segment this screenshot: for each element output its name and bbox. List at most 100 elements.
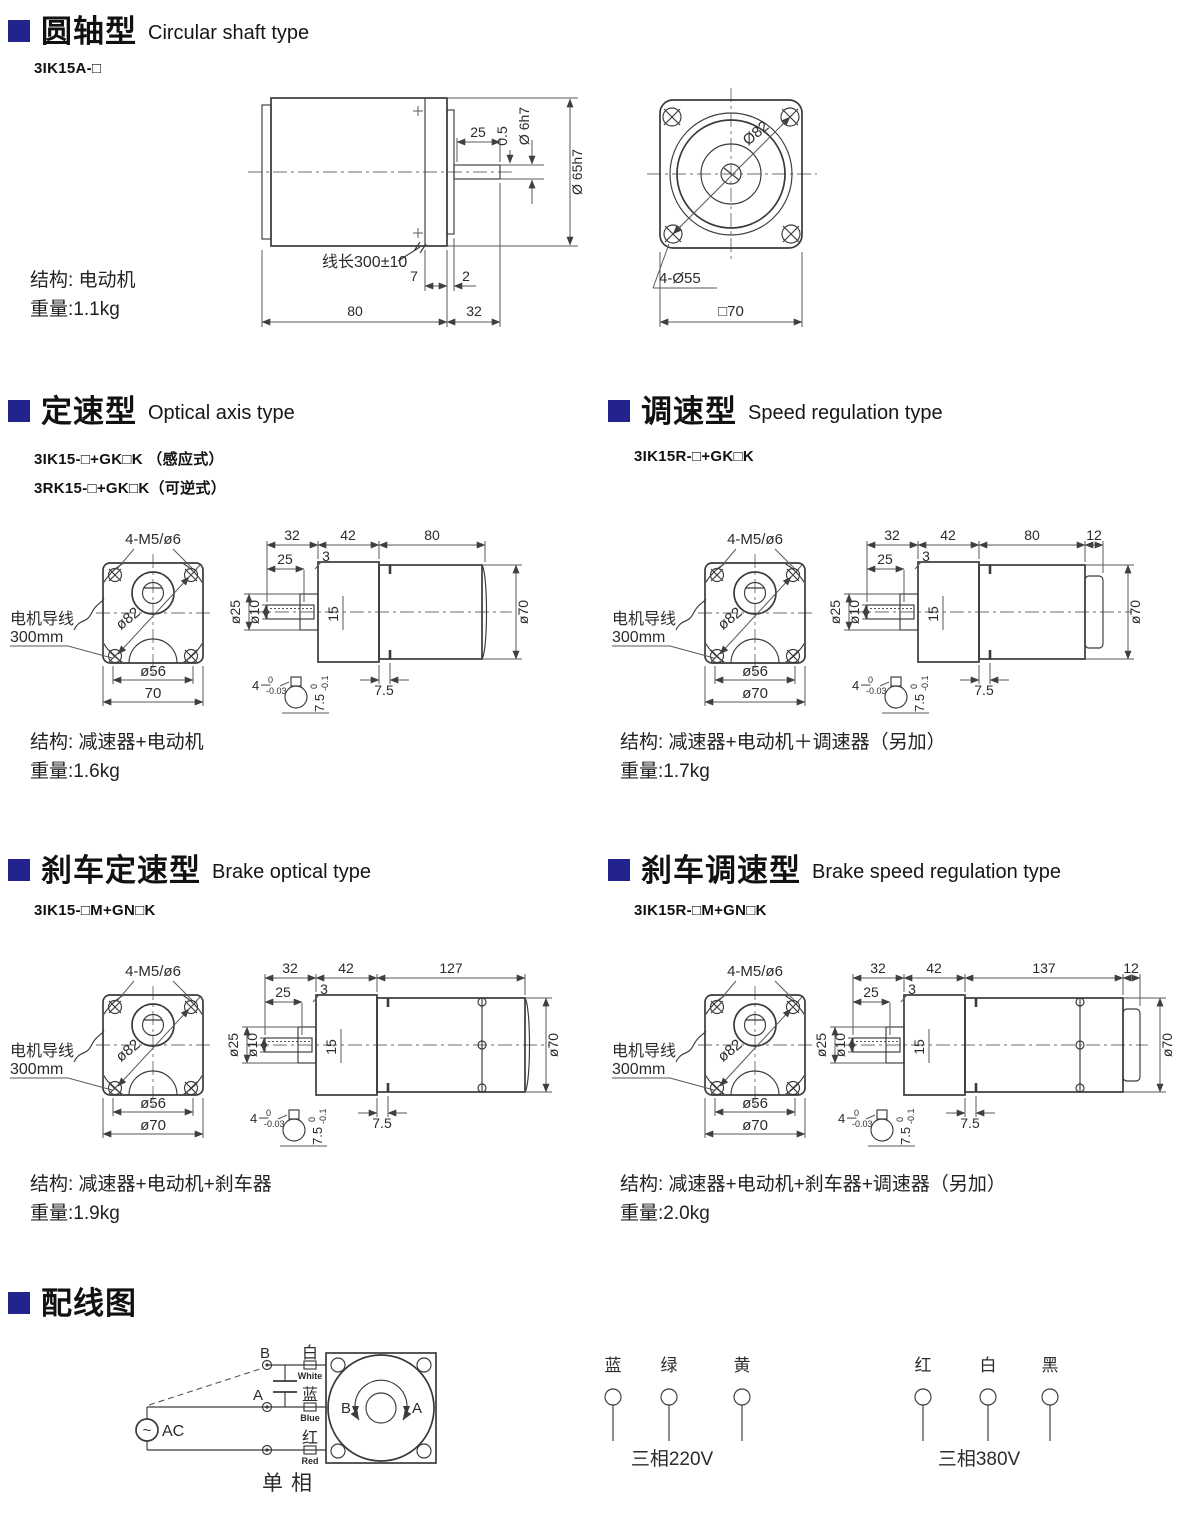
spec-note-s2l: 结构: 减速器+电动机 重量:1.6kg	[30, 728, 204, 786]
dim-screws: 4-M5/ø6	[727, 531, 783, 548]
model-code-s3l: 3IK15-□M+GN□K	[34, 902, 156, 919]
gearmotor-side-view-s3r: 32 42 137 12 25 3 ø25 ø10 15 4－ 0 -0.03 …	[813, 960, 1175, 1147]
dim-32: 32	[284, 527, 300, 543]
dimension-lines	[844, 541, 1134, 714]
dim-75: 7.5	[974, 682, 994, 698]
dim-32: 32	[282, 960, 298, 976]
structure-line: 结构: 减速器+电动机	[30, 732, 204, 753]
dimension-lines	[244, 541, 522, 714]
key-section-detail	[284, 676, 308, 709]
section-bullet-icon	[8, 20, 30, 42]
section-title-en: Brake optical type	[212, 861, 371, 883]
section-title-zh: 配线图	[41, 1286, 137, 1321]
dimension-lines	[10, 548, 204, 706]
motor-wire	[675, 598, 707, 631]
dim-32: 32	[884, 527, 900, 543]
dim-3: 3	[922, 548, 930, 564]
terminal-a-label: A	[253, 1387, 263, 1404]
structure-line: 结构: 减速器+电动机+刹车器	[30, 1174, 272, 1195]
section-bullet-icon	[608, 859, 630, 881]
key-section-detail	[884, 676, 908, 709]
model-code-s3r: 3IK15R-□M+GN□K	[634, 902, 767, 919]
ac-source-icon: ~	[135, 1418, 159, 1442]
dim-shaft-length: 25	[470, 124, 486, 140]
dim-dia10: ø10	[246, 600, 262, 624]
wire-tag-icons	[303, 1360, 317, 1455]
dim-holes: 4-Ø55	[659, 270, 701, 287]
dim-25: 25	[275, 984, 291, 1000]
dim-42: 42	[338, 960, 354, 976]
dim-dia10: ø10	[846, 600, 862, 624]
wire-white-zh: 白	[302, 1344, 318, 1362]
dim-dia10: ø10	[832, 1033, 848, 1057]
dim-dia25: ø25	[227, 600, 243, 624]
dim-3: 3	[322, 548, 330, 564]
section-header-brake-fixed: 刹车定速型 Brake optical type	[8, 855, 371, 886]
dim-length: 127	[439, 960, 463, 976]
dim-outer: ø70	[742, 1117, 768, 1134]
dimension-lines	[612, 548, 806, 706]
wire-label-1: 电机导线	[10, 610, 74, 628]
wire-red-en: Red	[301, 1456, 318, 1466]
depth-tol-lower: -0.1	[320, 675, 330, 691]
dim-outer: ø70	[140, 1117, 166, 1134]
depth-tol-lower: -0.1	[920, 675, 930, 691]
circular-shaft-side-view: 25 0.5 Ø 6h7 Ø 65h7 线长300±10 7 2 80 32	[248, 97, 585, 327]
gearmotor-body	[852, 994, 1141, 1096]
dim-42: 42	[926, 960, 942, 976]
dim-75: 7.5	[374, 682, 394, 698]
section-title-en: Circular shaft type	[148, 22, 310, 44]
gearmotor-front-view-s3l: 4-M5/ø6 ø82 电机导线 300mm ø56 ø70	[10, 963, 212, 1138]
rotation-arrow-b-icon	[352, 1406, 359, 1415]
key-width: 4－	[852, 678, 872, 693]
capacitor-icon	[273, 1380, 297, 1393]
dim-shaft-dia: Ø 6h7	[516, 107, 532, 145]
dim-75: 7.5	[960, 1115, 980, 1131]
section-title-zh: 刹车调速型	[641, 853, 801, 888]
dim-length: 80	[424, 527, 440, 543]
spec-note-s3r: 结构: 减速器+电动机+刹车器+调速器（另加） 重量:2.0kg	[620, 1170, 1006, 1228]
dim-25: 25	[877, 551, 893, 567]
dim-dia70: ø70	[1127, 600, 1143, 624]
key-section-detail	[870, 1109, 894, 1142]
rotation-b-label: B	[341, 1400, 351, 1417]
weight-line: 重量:2.0kg	[620, 1203, 710, 1224]
circuit-lines	[146, 1364, 326, 1451]
structure-line: 结构: 减速器+电动机+刹车器+调速器（另加）	[620, 1174, 1006, 1195]
depth-tol-upper: 0	[309, 684, 319, 689]
gearmotor-front-view-s2r: 4-M5/ø6 ø82 电机导线 300mm ø56 ø70	[612, 531, 814, 706]
key-tol-upper: 0	[854, 1108, 859, 1118]
key-depth-dim: 7.5 0 -0.1	[909, 675, 930, 712]
wire-label-3: 黑	[1042, 1356, 1059, 1375]
gearmotor-front-view-s3r: 4-M5/ø6 ø82 电机导线 300mm ø56 ø70	[612, 963, 814, 1138]
svg-text:~: ~	[143, 1422, 152, 1439]
dim-dia70: ø70	[1159, 1033, 1175, 1057]
section-bullet-icon	[8, 859, 30, 881]
wire-label-1: 蓝	[605, 1356, 622, 1375]
section-title-zh: 圆轴型	[41, 14, 137, 49]
dim-square: □70	[718, 303, 744, 320]
dim-screws: 4-M5/ø6	[727, 963, 783, 980]
wire-blue-en: Blue	[300, 1413, 320, 1423]
section-title-en: Brake speed regulation type	[812, 861, 1062, 883]
key-width: 4－	[252, 678, 272, 693]
ac-label: AC	[162, 1423, 184, 1440]
wire-red-zh: 红	[302, 1429, 318, 1447]
wire-label-1: 电机导线	[612, 1042, 676, 1060]
key-width: 4－	[250, 1111, 270, 1126]
motor-face	[325, 1352, 437, 1464]
motor-wire	[73, 1030, 105, 1063]
terminal-b-label: B	[260, 1345, 270, 1362]
section-header-circular: 圆轴型 Circular shaft type	[8, 16, 309, 47]
model-code-s2r: 3IK15R-□+GK□K	[634, 448, 754, 465]
dim-ext-length: 32	[466, 303, 482, 319]
rotation-arrow-a-icon	[403, 1406, 410, 1415]
wire-label-2: 绿	[661, 1356, 678, 1375]
wire-label-1: 电机导线	[612, 610, 676, 628]
section-header-speed-regulation: 调速型 Speed regulation type	[608, 396, 943, 427]
dim-outer: ø70	[742, 685, 768, 702]
gearmotor-body	[266, 561, 488, 663]
dim-dia56: ø56	[140, 1095, 166, 1112]
key-depth-dim: 7.5 0 -0.1	[895, 1108, 916, 1145]
dim-dia56: ø56	[742, 1095, 768, 1112]
